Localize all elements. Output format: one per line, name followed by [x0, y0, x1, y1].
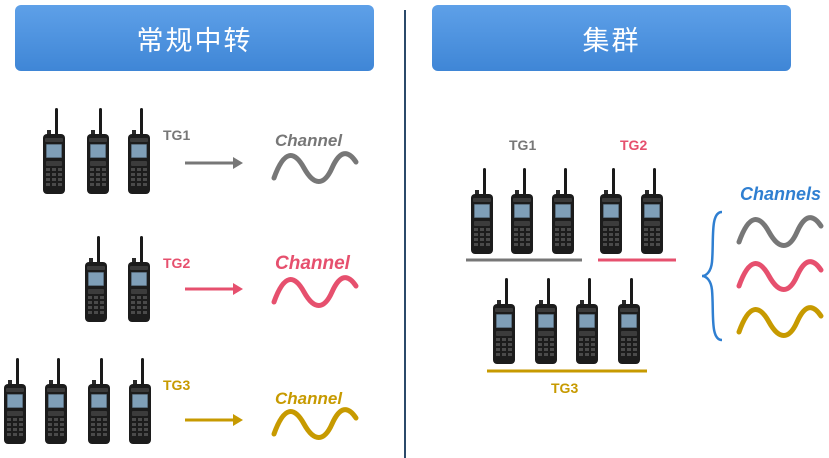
panel-divider: [404, 10, 406, 458]
two-way-radio-icon: [599, 168, 623, 254]
wave-icon: [735, 302, 825, 342]
arrow-icon: [185, 414, 243, 426]
wave-icon: [270, 404, 360, 444]
trunk-tg2-label: TG2: [620, 137, 648, 153]
trunking-header: 集群: [432, 5, 791, 71]
two-way-radio-icon: [551, 168, 575, 254]
arrow-icon: [185, 157, 243, 169]
two-way-radio-icon: [470, 168, 494, 254]
two-way-radio-icon: [3, 358, 27, 444]
channel-label-tg2: Channel: [275, 253, 350, 274]
wave-icon: [735, 256, 825, 296]
channel-label-tg1: Channel: [275, 131, 343, 150]
trunking-title: 集群: [582, 25, 641, 57]
channel-label-tg3: Channel: [275, 389, 343, 408]
trunk-tg3-label: TG3: [551, 380, 579, 396]
conventional-relay-title: 常规中转: [136, 25, 253, 57]
two-way-radio-icon: [84, 236, 108, 322]
wave-icon: [270, 272, 360, 312]
two-way-radio-icon: [87, 358, 111, 444]
tg3-label: TG3: [163, 377, 191, 393]
wave-icon: [270, 148, 360, 188]
tg1-label: TG1: [163, 127, 191, 143]
two-way-radio-icon: [534, 278, 558, 364]
two-way-radio-icon: [128, 358, 152, 444]
trunk-tg1-label: TG1: [509, 137, 537, 153]
two-way-radio-icon: [127, 236, 151, 322]
two-way-radio-icon: [44, 358, 68, 444]
two-way-radio-icon: [640, 168, 664, 254]
two-way-radio-icon: [42, 108, 66, 194]
channels-label: Channels: [740, 184, 822, 204]
wave-icon: [735, 212, 825, 252]
two-way-radio-icon: [617, 278, 641, 364]
two-way-radio-icon: [575, 278, 599, 364]
tg-underlines: [466, 258, 676, 262]
tg2-label: TG2: [163, 255, 191, 271]
tg3-underline: [487, 369, 647, 373]
two-way-radio-icon: [127, 108, 151, 194]
two-way-radio-icon: [86, 108, 110, 194]
conventional-relay-header: 常规中转: [15, 5, 374, 71]
two-way-radio-icon: [510, 168, 534, 254]
two-way-radio-icon: [492, 278, 516, 364]
arrow-icon: [185, 283, 243, 295]
curly-brace-icon: [701, 210, 723, 342]
